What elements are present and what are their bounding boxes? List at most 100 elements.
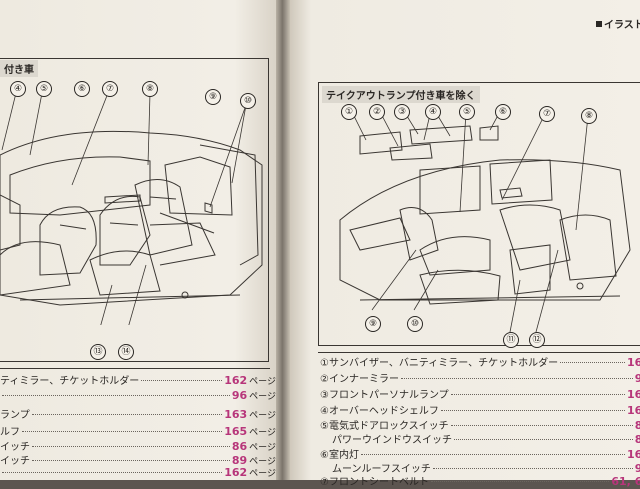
left-callout-8: ⑧ [142, 81, 158, 97]
leader-dots [440, 410, 626, 411]
list-item: ③フロントパーソナルランプ 163 [320, 386, 640, 402]
page-unit: ページ [249, 428, 276, 438]
item-label: パワーウインドウスイッチ [332, 435, 452, 446]
right-callout-3: ③ [394, 104, 410, 120]
right-callout-2: ② [369, 104, 385, 120]
item-label: ①サンバイザー、バニティミラー、チケットホルダー [320, 358, 559, 369]
right-callout-6: ⑥ [495, 104, 511, 120]
page-number: 61, 62 [611, 475, 640, 488]
left-callout-10: ⑩ [240, 93, 256, 109]
right-callout-1: ① [341, 104, 357, 120]
section-header-label: イラスト [596, 16, 640, 31]
leader-dots [454, 439, 633, 440]
leader-dots [22, 431, 223, 432]
item-label: ④オーバーヘッドシェルフ [320, 406, 439, 417]
leader-dots [560, 362, 626, 363]
item-label: イッチ [0, 442, 30, 453]
left-frame-label: 付き車 [0, 60, 38, 77]
list-item: ⑦フロントシートベルト 61, 62 [320, 473, 640, 489]
right-callout-10: ⑩ [407, 316, 423, 332]
item-label: ⑦フロントシートベルト [320, 477, 429, 488]
left-illustration-frame [0, 58, 269, 362]
leader-dots [400, 378, 633, 379]
item-label: ティミラー、チケットホルダー [0, 376, 140, 387]
left-list-top-rule [0, 368, 270, 369]
leader-dots [432, 468, 633, 469]
right-callout-11: ⑪ [503, 332, 519, 348]
left-page [0, 0, 276, 480]
page-number: 162 [627, 356, 640, 369]
leader-dots [32, 460, 230, 461]
page-number: 162 [224, 466, 248, 479]
list-item: ④オーバーヘッドシェルフ 165 [320, 402, 640, 418]
right-callout-12: ⑫ [529, 332, 545, 348]
page-number: 92 [634, 462, 640, 475]
page-number: 163 [224, 408, 248, 421]
page-number: 162 [627, 448, 640, 461]
leader-dots [2, 472, 223, 473]
item-label: ③フロントパーソナルランプ [320, 390, 449, 401]
list-item: ②インナーミラー 96 [320, 370, 640, 386]
page-unit: ページ [249, 377, 276, 387]
leader-dots [450, 394, 626, 395]
page-unit: ページ [249, 411, 276, 421]
leader-dots [32, 446, 230, 447]
left-callout-14: ⑭ [118, 344, 134, 360]
page-unit: ページ [249, 392, 276, 402]
item-label: イッチ [0, 456, 30, 467]
right-callout-4: ④ [425, 104, 441, 120]
item-label: ⑥室内灯 [320, 450, 359, 461]
page-number: 96 [231, 389, 248, 402]
right-illustration-frame [318, 82, 640, 346]
list-item: ムーンルーフスイッチ 92 [320, 460, 640, 476]
left-callout-4: ④ [10, 81, 26, 97]
page-unit: ページ [249, 469, 276, 479]
right-list-top-rule [318, 352, 640, 353]
page-number: 86 [634, 419, 640, 432]
left-callout-6: ⑥ [74, 81, 90, 97]
item-label: ルフ [0, 427, 20, 438]
item-label: ⑤電気式ドアロックスイッチ [320, 421, 449, 432]
page-number: 89 [231, 454, 248, 467]
item-label: ②インナーミラー [320, 374, 399, 385]
leader-dots [360, 454, 626, 455]
page-number: 165 [627, 404, 640, 417]
page-number: 165 [224, 425, 248, 438]
right-callout-8: ⑧ [581, 108, 597, 124]
leader-dots [31, 414, 223, 415]
right-callout-5: ⑤ [459, 104, 475, 120]
page-unit: ページ [249, 443, 276, 453]
book-gutter [276, 0, 290, 480]
item-label: ランプ [0, 410, 30, 421]
left-car-interior-illustration [0, 95, 263, 325]
right-frame-label: テイクアウトランプ付き車を除く [322, 86, 480, 103]
page-number: 163 [627, 388, 640, 401]
leader-dots [2, 395, 230, 396]
list-item: パワーウインドウスイッチ 89 [320, 431, 640, 447]
right-car-interior-illustration [339, 105, 631, 333]
right-callout-9: ⑨ [365, 316, 381, 332]
right-callout-7: ⑦ [539, 106, 555, 122]
right-page [290, 0, 640, 480]
page-number: 162 [224, 374, 248, 387]
page-number: 96 [634, 372, 640, 385]
leader-dots [430, 481, 610, 482]
list-item: ⑥室内灯 162 [320, 446, 640, 462]
list-item: ⑤電気式ドアロックスイッチ 86 [320, 417, 640, 433]
item-label: ムーンルーフスイッチ [332, 464, 431, 475]
left-callout-9: ⑨ [205, 89, 221, 105]
page-number: 89 [634, 433, 640, 446]
leader-dots [450, 425, 633, 426]
page-unit: ページ [249, 457, 276, 467]
list-item: ①サンバイザー、バニティミラー、チケットホルダー 162 [320, 354, 640, 370]
leader-dots [141, 380, 223, 381]
left-callout-7: ⑦ [102, 81, 118, 97]
page-number: 86 [231, 440, 248, 453]
